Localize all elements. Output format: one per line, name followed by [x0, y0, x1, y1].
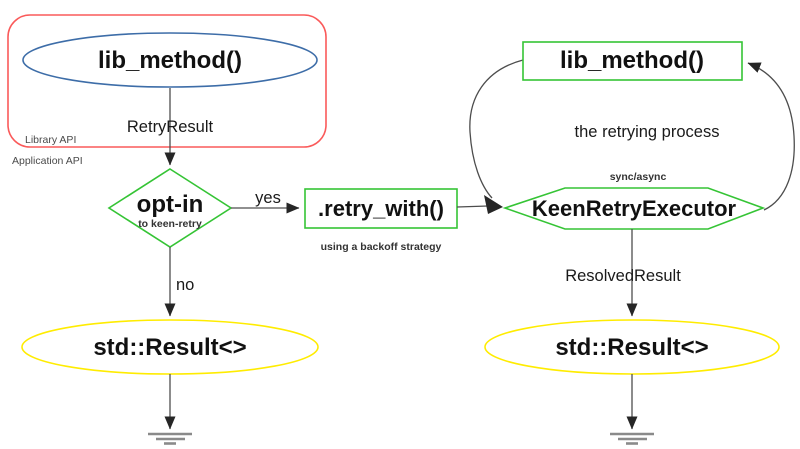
retry-result-label: RetryResult — [127, 118, 214, 136]
lib-method-retried-box — [522, 41, 743, 81]
no-label: no — [176, 276, 194, 294]
resolved-result-label: ResolvedResult — [565, 267, 681, 285]
retry-with-label: .retry_with() — [318, 196, 444, 221]
yes-label: yes — [255, 189, 281, 207]
retry-loop-right-curve — [747, 62, 795, 211]
opt-in-label: opt-in — [137, 191, 204, 218]
executor-arrow — [456, 205, 489, 208]
ground-symbol-left — [148, 374, 192, 445]
std-result-right-label: std::Result<> — [555, 334, 708, 361]
lib-method-source-label: lib_method() — [98, 47, 242, 74]
library-api-frame-label: Library API — [25, 134, 76, 146]
lib-method-retried-label: lib_method() — [560, 47, 704, 74]
retry-loop-left-curve — [469, 59, 524, 199]
opt-in-sublabel: to keen-retry — [138, 218, 202, 230]
retry-with-box — [304, 188, 458, 229]
retrying-process-label: the retrying process — [575, 123, 720, 141]
ground-symbol-right — [610, 374, 654, 445]
lib-method-source-ellipse — [22, 32, 318, 88]
library-api-frame — [7, 14, 327, 148]
std-result-left-label: std::Result<> — [93, 334, 246, 361]
executor-arrowhead — [484, 195, 503, 214]
backoff-strategy-sublabel: using a backoff strategy — [321, 241, 442, 253]
keen-retry-executor-label: KeenRetryExecutor — [532, 196, 737, 221]
keen-retry-executor-hexagon — [502, 187, 766, 230]
sync-async-sublabel: sync/async — [610, 171, 667, 183]
application-api-label: Application API — [12, 155, 83, 167]
